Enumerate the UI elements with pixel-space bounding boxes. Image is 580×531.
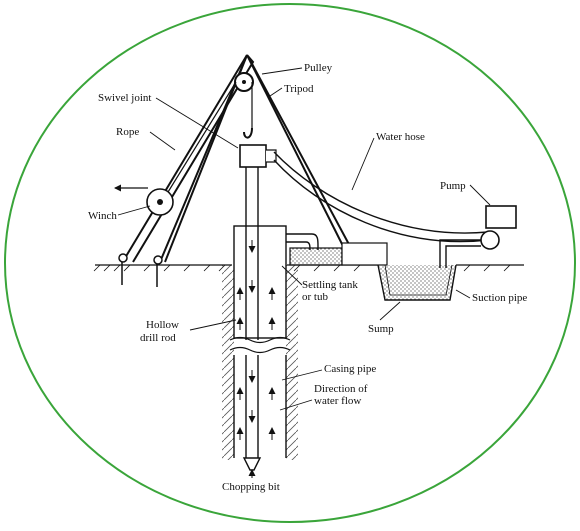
label-settling-tank-line2: or tub bbox=[302, 291, 328, 303]
drill-rod-upper bbox=[245, 167, 259, 340]
label-suction-pipe: Suction pipe bbox=[472, 292, 527, 304]
label-winch: Winch bbox=[88, 210, 117, 222]
label-chopping-bit: Chopping bit bbox=[222, 481, 280, 493]
tripod bbox=[124, 54, 353, 263]
label-direction-line2: water flow bbox=[314, 395, 361, 407]
pump bbox=[439, 205, 517, 268]
label-swivel-joint: Swivel joint bbox=[98, 92, 151, 104]
leader-lines bbox=[117, 67, 491, 411]
winch bbox=[114, 184, 174, 216]
water-hose bbox=[273, 151, 489, 243]
soil-hatching bbox=[222, 265, 298, 460]
swivel-joint bbox=[239, 144, 277, 168]
label-settling-tank-line1: Settling tank bbox=[302, 279, 358, 291]
label-tripod: Tripod bbox=[284, 83, 314, 95]
label-pulley: Pulley bbox=[304, 62, 333, 74]
bore-break bbox=[229, 336, 291, 354]
diagram-border bbox=[4, 3, 576, 523]
casing-upper bbox=[233, 225, 287, 339]
flow-arrows bbox=[236, 240, 276, 440]
label-water-hose: Water hose bbox=[376, 131, 425, 143]
label-hollow-drill-rod-line2: drill rod bbox=[140, 332, 176, 344]
sump bbox=[377, 264, 457, 301]
chopping-bit bbox=[242, 457, 262, 478]
casing-lower bbox=[233, 355, 287, 458]
label-pump: Pump bbox=[440, 180, 466, 192]
tripod-feet bbox=[118, 253, 163, 287]
label-rope: Rope bbox=[116, 126, 139, 138]
ground bbox=[93, 264, 524, 272]
label-direction-line1: Direction of bbox=[314, 383, 368, 395]
settling-tank bbox=[289, 242, 388, 266]
pulley bbox=[234, 72, 254, 92]
label-sump: Sump bbox=[368, 323, 394, 335]
label-casing-pipe: Casing pipe bbox=[324, 363, 376, 375]
rope bbox=[159, 81, 253, 206]
hook bbox=[243, 127, 253, 139]
label-hollow-drill-rod-line1: Hollow bbox=[146, 319, 179, 331]
